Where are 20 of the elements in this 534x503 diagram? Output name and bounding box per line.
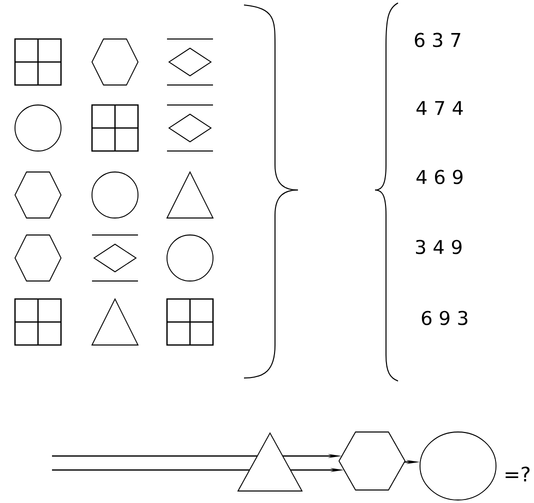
beside-text: =?: [506, 466, 530, 482]
diamond-between-bars: [166, 38, 214, 86]
number-row: 4 7 4: [416, 101, 463, 115]
number-row: 4 6 9: [416, 170, 463, 184]
divided-square: [14, 38, 62, 86]
hexagon: [14, 172, 62, 218]
hexagon: [92, 38, 138, 86]
divided-square: [166, 298, 214, 346]
diamond-between-bars: [92, 234, 138, 282]
number-row: 6 3 7: [414, 32, 460, 48]
circle: [420, 432, 496, 500]
hexagon: [14, 234, 62, 282]
divided-square: [91, 104, 139, 152]
number-row: 6 9 3: [422, 310, 468, 326]
circle: [14, 104, 62, 152]
number-row: 3 4 9: [416, 240, 462, 254]
circle: [166, 234, 214, 282]
diamond-between-bars: [166, 104, 214, 152]
circle: [92, 172, 138, 218]
divided-square: [14, 298, 62, 346]
